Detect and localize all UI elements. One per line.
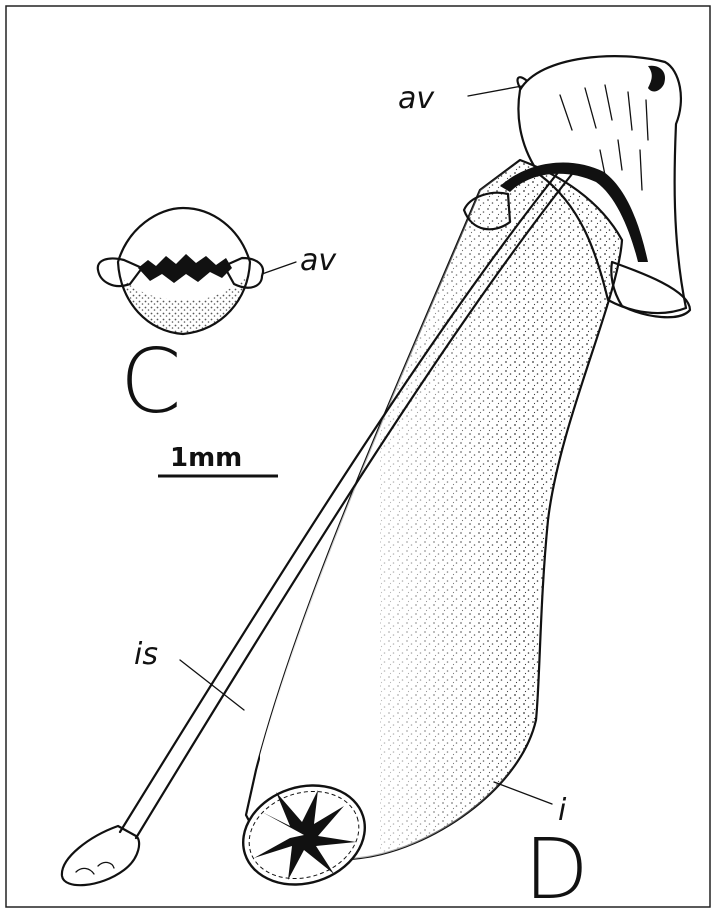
panel-letter-c: C: [120, 330, 181, 433]
panel-c-aperture: [138, 254, 232, 283]
collar-dark-tip: [648, 66, 665, 92]
scale-bar-label: 1mm: [170, 443, 242, 473]
collar-flange-right: [611, 262, 690, 317]
panel-letter-d: D: [524, 820, 589, 913]
label-av-panel-c: av: [300, 243, 337, 278]
panel-c-drawing: [98, 208, 296, 334]
strand-bulb: [62, 826, 139, 885]
panel-c-lower-stipple: [124, 276, 246, 333]
label-av-panel-d: av: [398, 81, 435, 116]
label-is: is: [134, 637, 158, 672]
